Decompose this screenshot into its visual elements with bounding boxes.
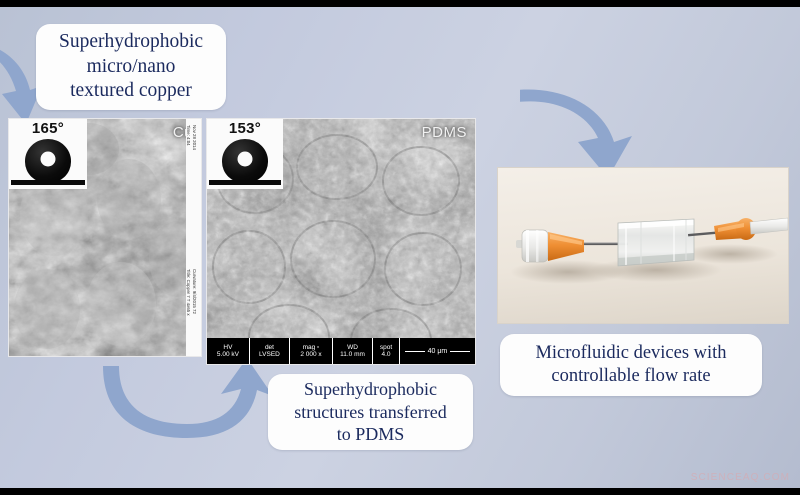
photo-microfluidic-device — [497, 167, 789, 324]
top-letterbox-bar — [0, 0, 800, 7]
caption-microfluidic-devices: Microfluidic devices with controllable f… — [500, 334, 762, 396]
caption-line: Microfluidic devices with — [535, 342, 727, 363]
arrow-u-turn-right-icon — [103, 358, 273, 438]
databar-key: det — [264, 343, 274, 351]
contact-angle-inset-copper: 165° — [9, 119, 87, 189]
caption-line: textured copper — [70, 80, 192, 102]
sem-sidebar-date: Nov 28 2014 — [192, 125, 197, 150]
databar-value: 5.00 kV — [216, 351, 239, 358]
databar-key: mag ▫ — [302, 343, 320, 351]
caption-superhydrophobic-copper: Superhydrophobic micro/nano textured cop… — [36, 24, 226, 110]
databar-value: LVSED — [259, 351, 280, 358]
databar-cell-hv: HV 5.00 kV — [207, 338, 250, 364]
databar-value: 11.0 mm — [340, 351, 365, 358]
water-droplet-icon — [25, 139, 71, 183]
sem-sidebar-copper: Nov 28 2014 Time: 4:04 Curvature: 9/4/20… — [186, 119, 201, 356]
databar-cell-mag: mag ▫ 2 000 x — [290, 338, 333, 364]
water-droplet-icon — [222, 139, 268, 183]
sem-texture-pdms — [207, 119, 475, 364]
sem-image-pdms: 153° PDMS HV 5.00 kV det LVSED mag ▫ 2 0… — [206, 118, 476, 365]
arrow-curve-down-icon — [520, 89, 632, 178]
caption-line: Superhydrophobic — [304, 378, 437, 399]
droplet-baseline — [209, 180, 281, 185]
watermark: SCIENCEAQ.COM — [690, 472, 790, 483]
arrow-down-right-icon — [0, 49, 42, 124]
caption-line: micro/nano — [86, 55, 176, 77]
databar-value: 4.0 — [381, 351, 391, 358]
databar-cell-det: det LVSED — [250, 338, 291, 364]
microfluidic-device-illustration — [510, 217, 788, 284]
contact-angle-label-pdms: 153° — [228, 120, 262, 137]
databar-key: WD — [347, 343, 358, 351]
sem-image-copper: 165° Cu Nov 28 2014 Time: 4:04 Curvature… — [8, 118, 202, 357]
bottom-letterbox-bar — [0, 488, 800, 495]
caption-line: to PDMS — [336, 424, 405, 445]
sem-sidebar-curvature: Curvature: 9/4/2015 72 — [192, 269, 197, 314]
caption-structures-transferred: Superhydrophobic structures transferred … — [268, 374, 473, 450]
sem-databar: HV 5.00 kV det LVSED mag ▫ 2 000 x WD 11… — [207, 338, 475, 364]
scale-bar-label: 40 μm — [424, 347, 451, 355]
caption-line: Superhydrophobic — [58, 31, 204, 53]
caption-line: controllable flow rate — [551, 366, 711, 386]
sem-material-label-pdms: PDMS — [421, 124, 467, 141]
databar-scale-bar: 40 μm — [400, 338, 475, 364]
caption-line: structures transferred — [294, 401, 447, 422]
databar-cell-spot: spot 4.0 — [373, 338, 400, 364]
droplet-baseline — [11, 180, 85, 185]
contact-angle-label-copper: 165° — [31, 120, 65, 137]
databar-value: 2 000 x — [300, 351, 322, 358]
contact-angle-inset-pdms: 153° — [207, 119, 283, 189]
sem-sidebar-title: Title: Copper 7 T 4x65 x — [186, 269, 191, 316]
databar-key: HV — [223, 343, 233, 351]
sem-sidebar-time: Time: 4:04 — [186, 125, 191, 146]
databar-key: spot — [379, 343, 393, 351]
databar-cell-wd: WD 11.0 mm — [333, 338, 374, 364]
